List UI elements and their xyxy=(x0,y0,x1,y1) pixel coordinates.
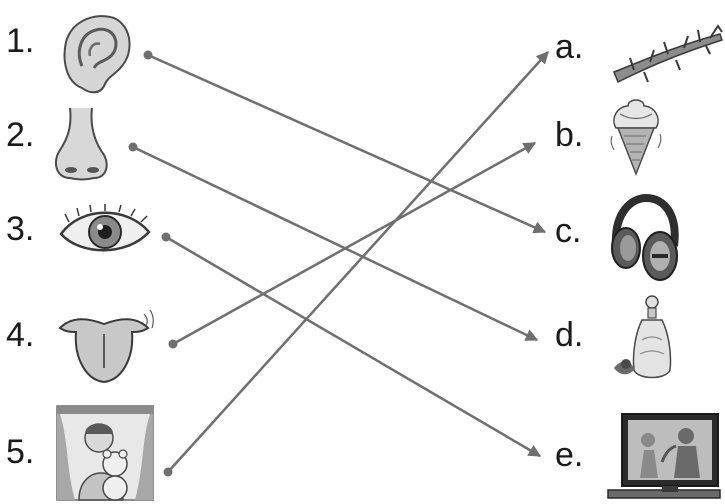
match-line-3-e xyxy=(165,235,542,458)
headphones-icon xyxy=(606,194,682,288)
left-label-1: 1. xyxy=(6,22,35,60)
television-icon xyxy=(606,412,722,502)
tongue-icon xyxy=(54,302,154,387)
right-label-c: c. xyxy=(555,212,582,250)
perfume-bottle-icon xyxy=(612,292,672,384)
right-label-a: a. xyxy=(555,28,584,66)
right-label-b: b. xyxy=(555,116,584,154)
match-start-dot xyxy=(161,232,171,242)
thorny-branch-icon xyxy=(610,22,725,87)
left-label-5: 5. xyxy=(6,433,35,471)
match-line-4-b xyxy=(172,141,537,346)
eye-icon xyxy=(55,204,155,259)
left-label-3: 3. xyxy=(6,210,35,248)
ice-cream-cone-icon xyxy=(606,94,666,178)
nose-icon xyxy=(52,104,112,184)
right-label-e: e. xyxy=(555,436,584,474)
match-line-2-d xyxy=(132,145,539,342)
match-line-1-c xyxy=(147,53,547,234)
match-line-5-a xyxy=(167,51,549,473)
match-start-dot xyxy=(168,339,178,349)
ear-icon xyxy=(52,8,142,98)
match-start-dot xyxy=(163,467,173,477)
left-label-2: 2. xyxy=(6,116,35,154)
match-start-dot xyxy=(128,142,138,152)
right-label-d: d. xyxy=(555,316,584,354)
match-start-dot xyxy=(143,50,153,60)
left-label-4: 4. xyxy=(6,316,35,354)
girl-with-teddy-bear-at-window xyxy=(55,404,155,502)
